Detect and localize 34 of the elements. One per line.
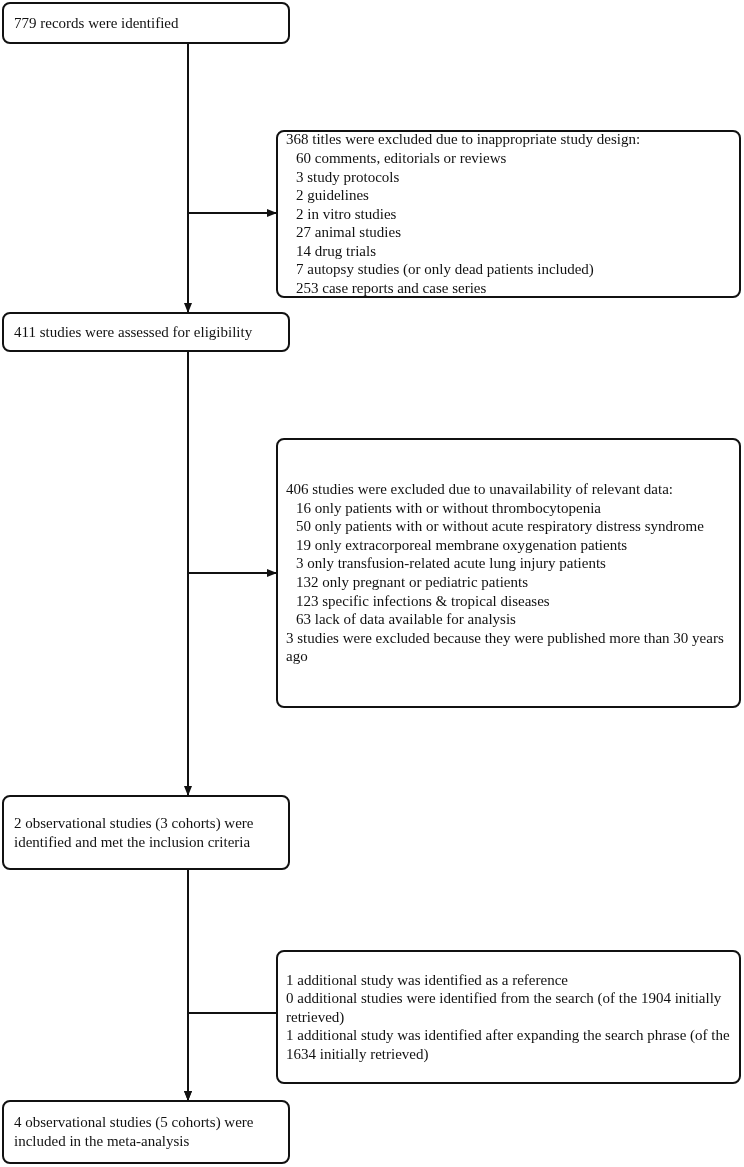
box-text: 2 guidelines bbox=[295, 186, 370, 205]
box-text: 0 additional studies were identified from the search (of the 1904 initially retrieved) bbox=[286, 989, 723, 1027]
box-text: 3 study protocols bbox=[295, 167, 401, 187]
box-text: 253 case reports and case series bbox=[295, 279, 488, 298]
process-box bbox=[2, 795, 290, 870]
box-text: 16 only patients with or without thrombocytopenia bbox=[295, 498, 602, 518]
arrow bbox=[184, 1012, 277, 1101]
box-text: 411 studies were assessed for eligibility bbox=[14, 322, 254, 342]
box-text: 50 only patients with or without acute respiratory distress syndrome bbox=[295, 517, 705, 536]
box-text: 63 lack of data available for analysis bbox=[295, 610, 517, 629]
process-box bbox=[2, 1100, 290, 1164]
process-box bbox=[2, 2, 290, 44]
exclusion-box bbox=[276, 438, 741, 708]
box-text: 2 in vitro studies bbox=[295, 204, 398, 224]
box-text: 4 observational studies (5 cohorts) were included in the meta-analysis bbox=[14, 1113, 255, 1151]
box-text: 406 studies were excluded due to unavailability of relevant data: bbox=[286, 480, 674, 499]
box-text: 123 specific infections & tropical diseases bbox=[295, 591, 551, 611]
box-text: 60 comments, editorials or reviews bbox=[295, 148, 508, 168]
box-text: 14 drug trials bbox=[295, 241, 377, 261]
box-text: 7 autopsy studies (or only dead patients included) bbox=[295, 260, 595, 280]
box-text: 2 observational studies (3 cohorts) were identified and met the inclusion criteria bbox=[14, 813, 255, 852]
box-text: 19 only extracorporeal membrane oxygenation patients bbox=[295, 535, 629, 555]
box-text: 368 titles were excluded due to inappropriate study design: bbox=[286, 130, 642, 149]
box-text: 3 studies were excluded because they were published more than 30 years ago bbox=[286, 628, 725, 666]
box-text: 1 additional study was identified after expanding the search phrase (of the 1634 initially retrieved) bbox=[286, 1026, 731, 1064]
box-text: 779 records were identified bbox=[14, 13, 180, 33]
box-text: 3 only transfusion-related acute lung injury patients bbox=[295, 554, 607, 573]
exclusion-box bbox=[276, 130, 741, 298]
box-text: 1 additional study was identified as a reference bbox=[286, 970, 569, 990]
box-text: 132 only pregnant or pediatric patients bbox=[295, 573, 530, 592]
box-text: 27 animal studies bbox=[295, 223, 402, 242]
exclusion-box bbox=[276, 950, 741, 1084]
arrow bbox=[184, 43, 192, 313]
process-box bbox=[2, 312, 290, 352]
